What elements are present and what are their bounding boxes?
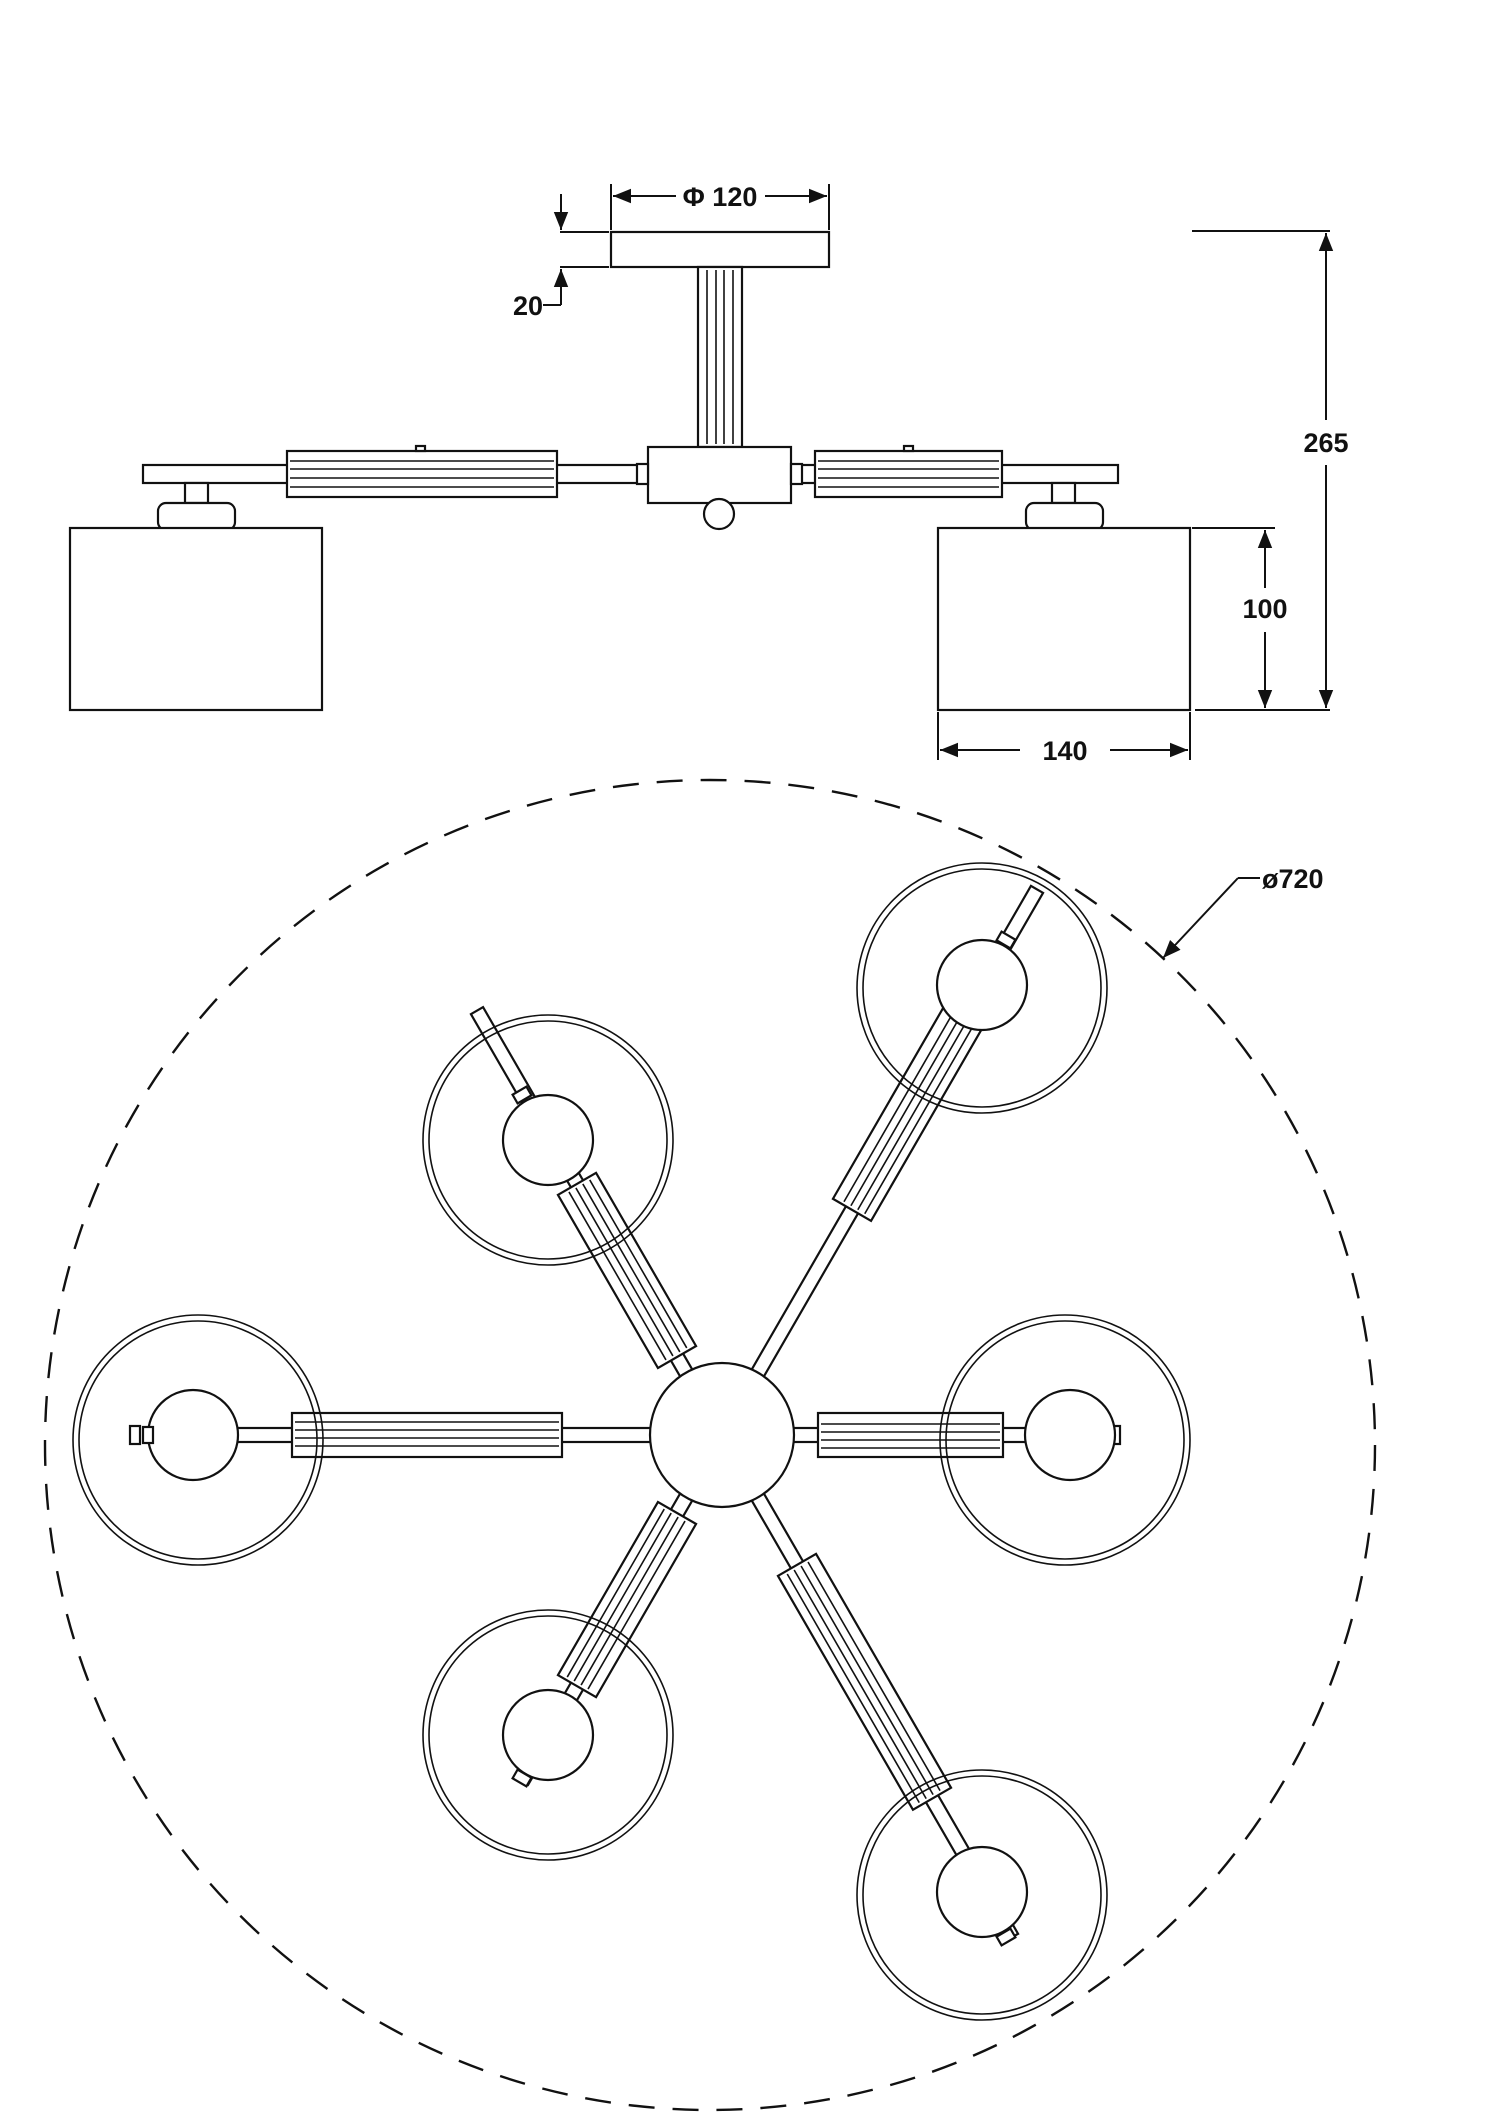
dimension-shade-width: 140: [937, 712, 1191, 766]
dimension-shade-height: 100: [1192, 527, 1288, 708]
dimension-canopy-height: 20: [513, 194, 609, 321]
left-shade: [68, 526, 324, 712]
lamp-head-upper-right: [856, 862, 1108, 1114]
lamp-head-right: [939, 1314, 1191, 1566]
center-knob: [702, 497, 736, 531]
top-view: [43, 778, 1377, 2112]
center-hub: [646, 445, 793, 505]
overall-diameter-label: ø720: [1262, 864, 1324, 894]
overall-diameter-circle: [43, 778, 1377, 2112]
side-view: [68, 230, 1192, 712]
dimension-overall-height: 265: [1192, 230, 1349, 711]
right-lamp: [936, 481, 1192, 712]
lamp-head-lower-right: [856, 1769, 1108, 2021]
overall-height-label: 265: [1303, 428, 1348, 458]
shade-width-label: 140: [1042, 736, 1087, 766]
right-shade: [936, 526, 1192, 712]
right-arm-sleeve: [813, 444, 1004, 499]
canopy: [609, 230, 831, 269]
lamp-head-lower-left: [422, 1609, 674, 1861]
dimension-canopy-diameter: Φ 120: [610, 182, 830, 230]
canopy-height-label: 20: [513, 291, 543, 321]
lamp-head-left: [72, 1314, 324, 1566]
arm-right: [790, 1411, 1122, 1459]
dimension-overall-diameter: ø720: [1162, 864, 1324, 959]
plan-center-hub: [648, 1361, 796, 1509]
arm-lower-right: [749, 1490, 1020, 1943]
fluted-stem: [696, 265, 744, 449]
left-arm-sleeve: [285, 444, 559, 499]
lamp-head-upper-left: [422, 1014, 674, 1266]
shade-height-label: 100: [1242, 594, 1287, 624]
arm-upper-left: [469, 1005, 698, 1380]
canopy-diameter-label: Φ 120: [683, 182, 758, 212]
left-lamp: [68, 481, 324, 712]
